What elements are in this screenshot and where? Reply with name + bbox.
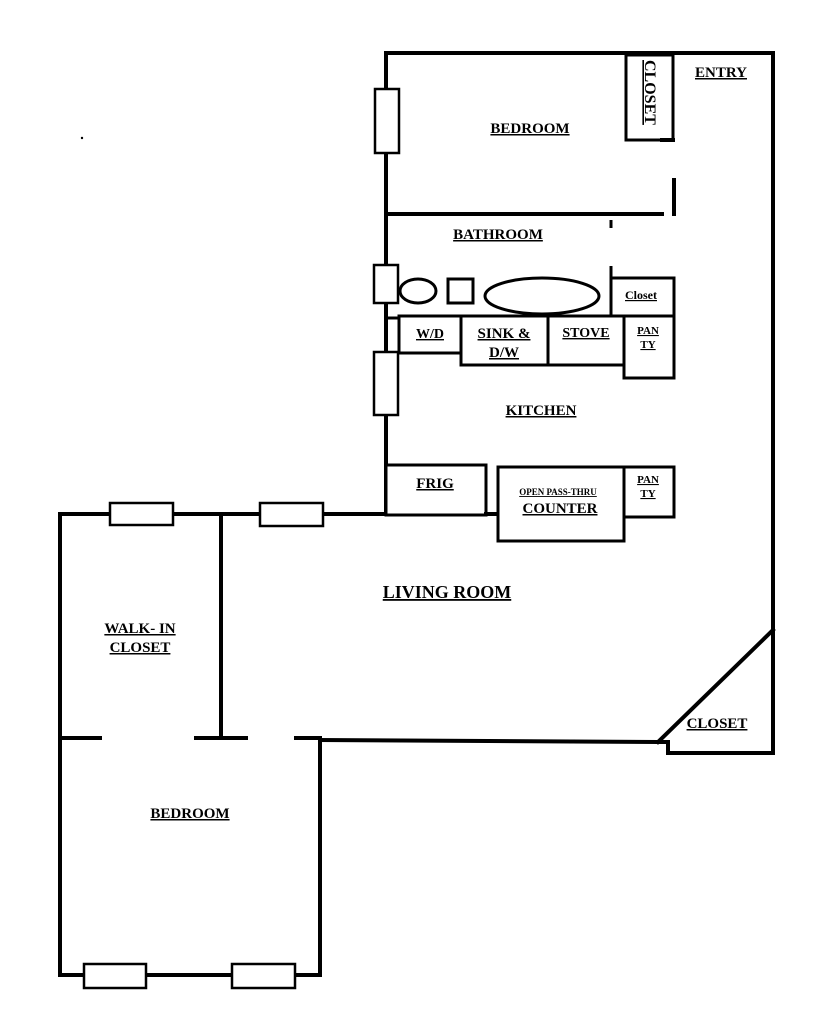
pantry-top-label-line1: PAN: [637, 325, 659, 337]
closet-top-label: CLOSET: [641, 60, 658, 125]
sink-label-line2: D/W: [489, 345, 519, 361]
pantry-bottom-label-line1: PAN: [637, 474, 659, 486]
windows: [82, 87, 401, 990]
kitchen-label: KITCHEN: [506, 403, 577, 419]
window-kitchen: [372, 350, 400, 417]
pantry-top-label-line2: TY: [640, 339, 655, 351]
sink-icon: [446, 277, 475, 305]
bathroom-label: BATHROOM: [453, 227, 543, 243]
bathtub-icon: [483, 276, 601, 316]
window-walkin: [108, 501, 175, 527]
kitchen-top-counter: [386, 314, 676, 380]
closet-small-label: Closet: [625, 288, 657, 302]
pantry-bottom-label-line2: TY: [640, 488, 655, 500]
walkin-label-line2: CLOSET: [110, 640, 171, 656]
sink-label-line1: SINK &: [478, 326, 531, 342]
room-labels: ENTRY BEDROOM BATHROOM Closet W/D SINK &…: [104, 65, 747, 822]
window-bedroom-top: [373, 87, 401, 155]
interior-walls: [58, 178, 676, 740]
bedroom-top-label: BEDROOM: [490, 121, 569, 137]
sink-dw-box: [459, 314, 550, 367]
entry-label: ENTRY: [695, 65, 747, 81]
bathroom-fixtures: [398, 266, 613, 316]
toilet-icon: [398, 277, 438, 305]
kitchen-bottom-counter: [384, 463, 676, 543]
stove-box: [546, 314, 626, 367]
window-bedroom-bottom-right: [230, 962, 297, 990]
counter-label-line2: COUNTER: [522, 501, 597, 517]
counter-box: [496, 465, 626, 543]
window-bedroom-bottom-left: [82, 962, 148, 990]
walkin-label-line1: WALK- IN: [104, 621, 175, 637]
counter-label-line1: OPEN PASS-THRU: [519, 487, 597, 497]
closet-top-box: [624, 53, 675, 142]
pantry-top-box: [622, 314, 676, 380]
stove-label: STOVE: [562, 326, 609, 341]
frig-box: [384, 463, 488, 517]
closet-corner-label: CLOSET: [687, 716, 748, 732]
wd-label: W/D: [416, 327, 444, 342]
living-room-label: LIVING ROOM: [383, 582, 512, 602]
bedroom-bottom-label: BEDROOM: [150, 806, 229, 822]
window-bathroom: [372, 263, 400, 305]
speck: [80, 136, 84, 140]
pantry-bottom-box: [622, 465, 676, 519]
window-living: [258, 501, 325, 528]
frig-label: FRIG: [416, 476, 454, 492]
